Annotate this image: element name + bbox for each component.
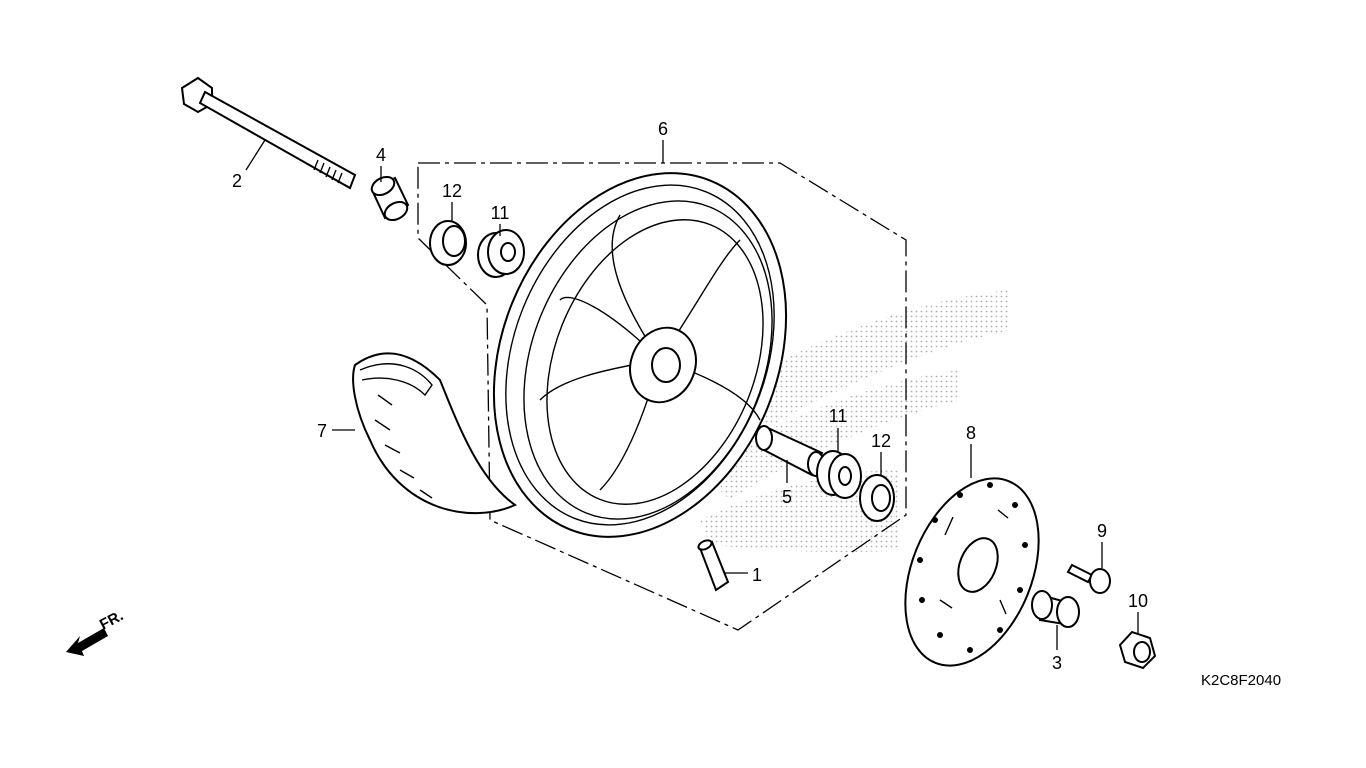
front-direction-arrow: FR. (66, 607, 126, 656)
callout-7: 7 (317, 421, 327, 441)
distance-collar (755, 425, 825, 477)
callout-11-right: 11 (829, 406, 848, 426)
axle-bolt (180, 76, 357, 190)
callout-4: 4 (376, 145, 386, 165)
bearing-right (816, 450, 862, 499)
callout-1: 1 (752, 565, 762, 585)
callout-3: 3 (1052, 653, 1062, 673)
dust-seal-right (859, 474, 895, 522)
wheel-rim (492, 172, 788, 538)
callout-2: 2 (232, 171, 242, 191)
tire-part (352, 352, 518, 515)
dust-seal-left (429, 220, 467, 266)
callout-8: 8 (966, 423, 976, 443)
callout-12-right: 12 (871, 431, 891, 451)
axle-nut (1118, 630, 1157, 670)
callout-6: 6 (658, 119, 668, 139)
brake-disc (904, 477, 1040, 667)
callout-10: 10 (1128, 591, 1148, 611)
callout-11-left: 11 (491, 203, 510, 223)
disc-bolt (1066, 563, 1111, 594)
callout-12-left: 12 (442, 181, 462, 201)
callout-9: 9 (1097, 521, 1107, 541)
collar-part (370, 175, 410, 222)
leader-lines (245, 139, 1139, 650)
callout-5: 5 (782, 487, 792, 507)
bearing-left (477, 229, 525, 278)
valve-stem (697, 539, 730, 592)
side-collar (1031, 590, 1080, 628)
assembly-outline (417, 162, 907, 631)
diagram-code: K2C8F2040 (1201, 672, 1281, 689)
